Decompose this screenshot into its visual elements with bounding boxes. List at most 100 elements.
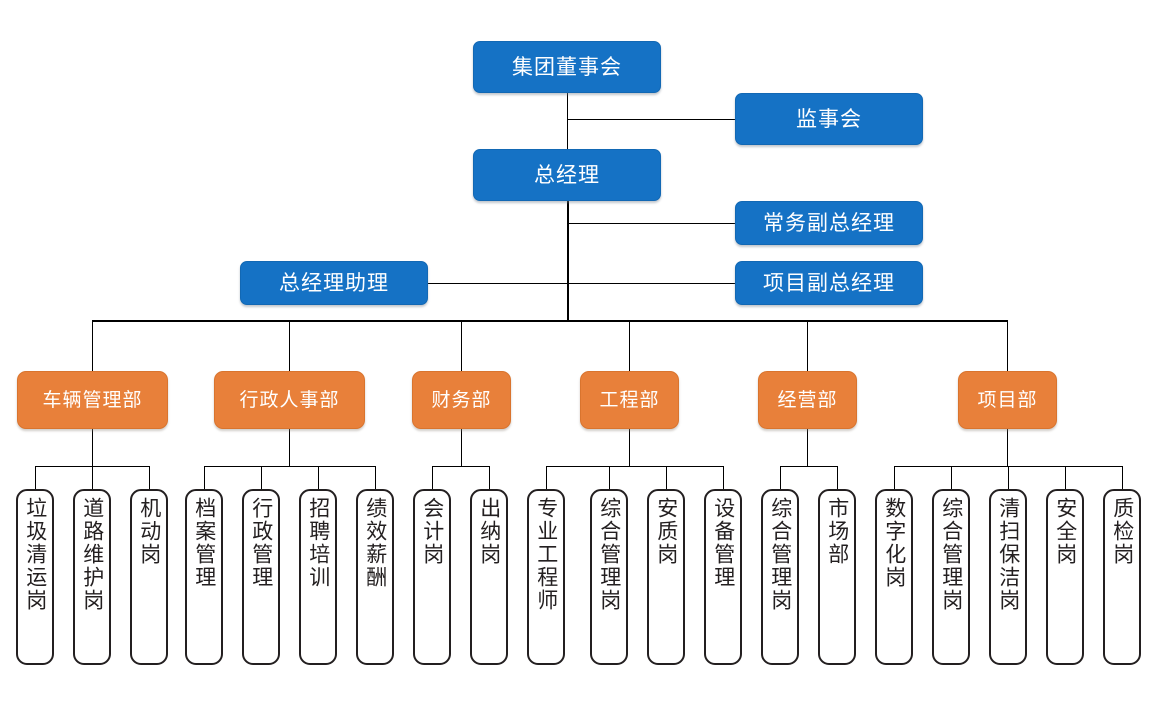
executive-node-supervisory[interactable]: 监事会 — [735, 93, 923, 145]
line-engineering-to-eng-general-mgmt — [609, 466, 610, 489]
position-node-label: 机动岗 — [137, 497, 162, 566]
executive-node-label: 集团董事会 — [512, 54, 622, 79]
position-node-road-maintenance[interactable]: 道路维护岗 — [73, 489, 111, 665]
line-engineering-to-professional-engineer — [546, 466, 547, 489]
position-node-mobile-post[interactable]: 机动岗 — [130, 489, 168, 665]
line-finance-to-accounting — [432, 466, 433, 489]
position-node-safety-post[interactable]: 安全岗 — [1046, 489, 1084, 665]
position-node-market-dept[interactable]: 市场部 — [818, 489, 856, 665]
executive-node-board[interactable]: 集团董事会 — [473, 41, 661, 93]
department-horizontal-bus — [92, 320, 1007, 322]
line-engineering-to-safety-quality — [666, 466, 667, 489]
line-spine-to-exec-vice-gm — [567, 223, 735, 224]
position-node-label: 质检岗 — [1110, 497, 1135, 566]
department-node-operations[interactable]: 经营部 — [758, 371, 857, 429]
line-finance-stem — [461, 429, 462, 466]
position-node-eng-general-mgmt[interactable]: 综合管理岗 — [590, 489, 628, 665]
position-node-label: 综合管理岗 — [597, 497, 622, 612]
line-bus-to-engineering — [629, 320, 630, 371]
position-node-quality-inspection[interactable]: 质检岗 — [1103, 489, 1141, 665]
position-node-label: 综合管理岗 — [768, 497, 793, 612]
executive-node-gm-assistant[interactable]: 总经理助理 — [240, 261, 428, 305]
line-project-dept-to-cleaning — [1008, 466, 1009, 489]
executive-node-project-vice-gm[interactable]: 项目副总经理 — [735, 261, 923, 305]
department-node-label: 经营部 — [777, 388, 838, 411]
position-node-label: 行政管理 — [249, 497, 274, 589]
department-node-project-dept[interactable]: 项目部 — [958, 371, 1057, 429]
line-engineering-to-equipment-mgmt — [723, 466, 724, 489]
line-spine-to-project-vice-gm — [567, 283, 735, 284]
line-engineering-sub-bus — [546, 466, 723, 467]
line-bus-to-finance — [461, 320, 462, 371]
executive-node-label: 项目副总经理 — [763, 270, 895, 295]
executive-node-label: 总经理 — [534, 162, 600, 187]
position-node-cleaning[interactable]: 清扫保洁岗 — [989, 489, 1027, 665]
department-node-label: 行政人事部 — [239, 388, 340, 411]
line-bus-to-admin-hr — [289, 320, 290, 371]
department-node-vehicle-mgmt[interactable]: 车辆管理部 — [17, 371, 168, 429]
department-node-label: 工程部 — [599, 388, 660, 411]
line-finance-sub-bus — [432, 466, 489, 467]
position-node-label: 市场部 — [825, 497, 850, 566]
line-admin-hr-stem — [289, 429, 290, 466]
department-node-admin-hr[interactable]: 行政人事部 — [214, 371, 365, 429]
line-gm-to-department-bus — [567, 201, 569, 320]
position-node-garbage-transport[interactable]: 垃圾清运岗 — [16, 489, 54, 665]
position-node-label: 招聘培训 — [306, 497, 331, 589]
position-node-accounting[interactable]: 会计岗 — [413, 489, 451, 665]
position-node-equipment-mgmt[interactable]: 设备管理 — [704, 489, 742, 665]
department-node-label: 项目部 — [977, 388, 1038, 411]
position-node-label: 清扫保洁岗 — [996, 497, 1021, 612]
line-project-dept-to-proj-general-mgmt — [951, 466, 952, 489]
department-node-label: 车辆管理部 — [42, 388, 143, 411]
position-node-cashier[interactable]: 出纳岗 — [470, 489, 508, 665]
position-node-digitalization[interactable]: 数字化岗 — [875, 489, 913, 665]
position-node-label: 安全岗 — [1053, 497, 1078, 566]
line-admin-hr-to-archive-mgmt — [204, 466, 205, 489]
line-admin-hr-to-recruit-training — [318, 466, 319, 489]
line-vehicle-mgmt-to-garbage-transport — [35, 466, 36, 489]
position-node-label: 出纳岗 — [477, 497, 502, 566]
line-vehicle-mgmt-stem — [92, 429, 93, 466]
line-engineering-stem — [629, 429, 630, 466]
position-node-label: 设备管理 — [711, 497, 736, 589]
position-node-admin-mgmt[interactable]: 行政管理 — [242, 489, 280, 665]
line-board-to-gm — [567, 93, 568, 149]
line-bus-to-vehicle-mgmt — [92, 320, 93, 371]
line-operations-to-market-dept — [837, 466, 838, 489]
line-operations-sub-bus — [780, 466, 837, 467]
position-node-label: 综合管理岗 — [939, 497, 964, 612]
line-bus-to-operations — [807, 320, 808, 371]
position-node-label: 道路维护岗 — [80, 497, 105, 612]
position-node-label: 垃圾清运岗 — [23, 497, 48, 612]
position-node-label: 绩效薪酬 — [363, 497, 388, 589]
executive-node-label: 常务副总经理 — [763, 210, 895, 235]
position-node-ops-general-mgmt[interactable]: 综合管理岗 — [761, 489, 799, 665]
position-node-archive-mgmt[interactable]: 档案管理 — [185, 489, 223, 665]
position-node-performance-salary[interactable]: 绩效薪酬 — [356, 489, 394, 665]
department-node-engineering[interactable]: 工程部 — [580, 371, 679, 429]
line-operations-to-ops-general-mgmt — [780, 466, 781, 489]
position-node-professional-engineer[interactable]: 专业工程师 — [527, 489, 565, 665]
executive-node-exec-vice-gm[interactable]: 常务副总经理 — [735, 201, 923, 245]
executive-node-general-manager[interactable]: 总经理 — [473, 149, 661, 201]
department-node-label: 财务部 — [431, 388, 492, 411]
line-admin-hr-to-admin-mgmt — [261, 466, 262, 489]
line-admin-hr-sub-bus — [204, 466, 375, 467]
line-gm-assistant-to-spine — [428, 283, 567, 284]
line-admin-hr-to-performance-salary — [375, 466, 376, 489]
line-operations-stem — [807, 429, 808, 466]
department-node-finance[interactable]: 财务部 — [412, 371, 511, 429]
position-node-recruit-training[interactable]: 招聘培训 — [299, 489, 337, 665]
line-project-dept-to-digitalization — [894, 466, 895, 489]
position-node-safety-quality[interactable]: 安质岗 — [647, 489, 685, 665]
line-project-dept-to-quality-inspection — [1122, 466, 1123, 489]
position-node-label: 会计岗 — [420, 497, 445, 566]
position-node-proj-general-mgmt[interactable]: 综合管理岗 — [932, 489, 970, 665]
executive-node-label: 总经理助理 — [279, 270, 389, 295]
line-vehicle-mgmt-to-road-maintenance — [92, 466, 93, 489]
line-bus-to-project-dept — [1007, 320, 1008, 371]
position-node-label: 安质岗 — [654, 497, 679, 566]
position-node-label: 档案管理 — [192, 497, 217, 589]
